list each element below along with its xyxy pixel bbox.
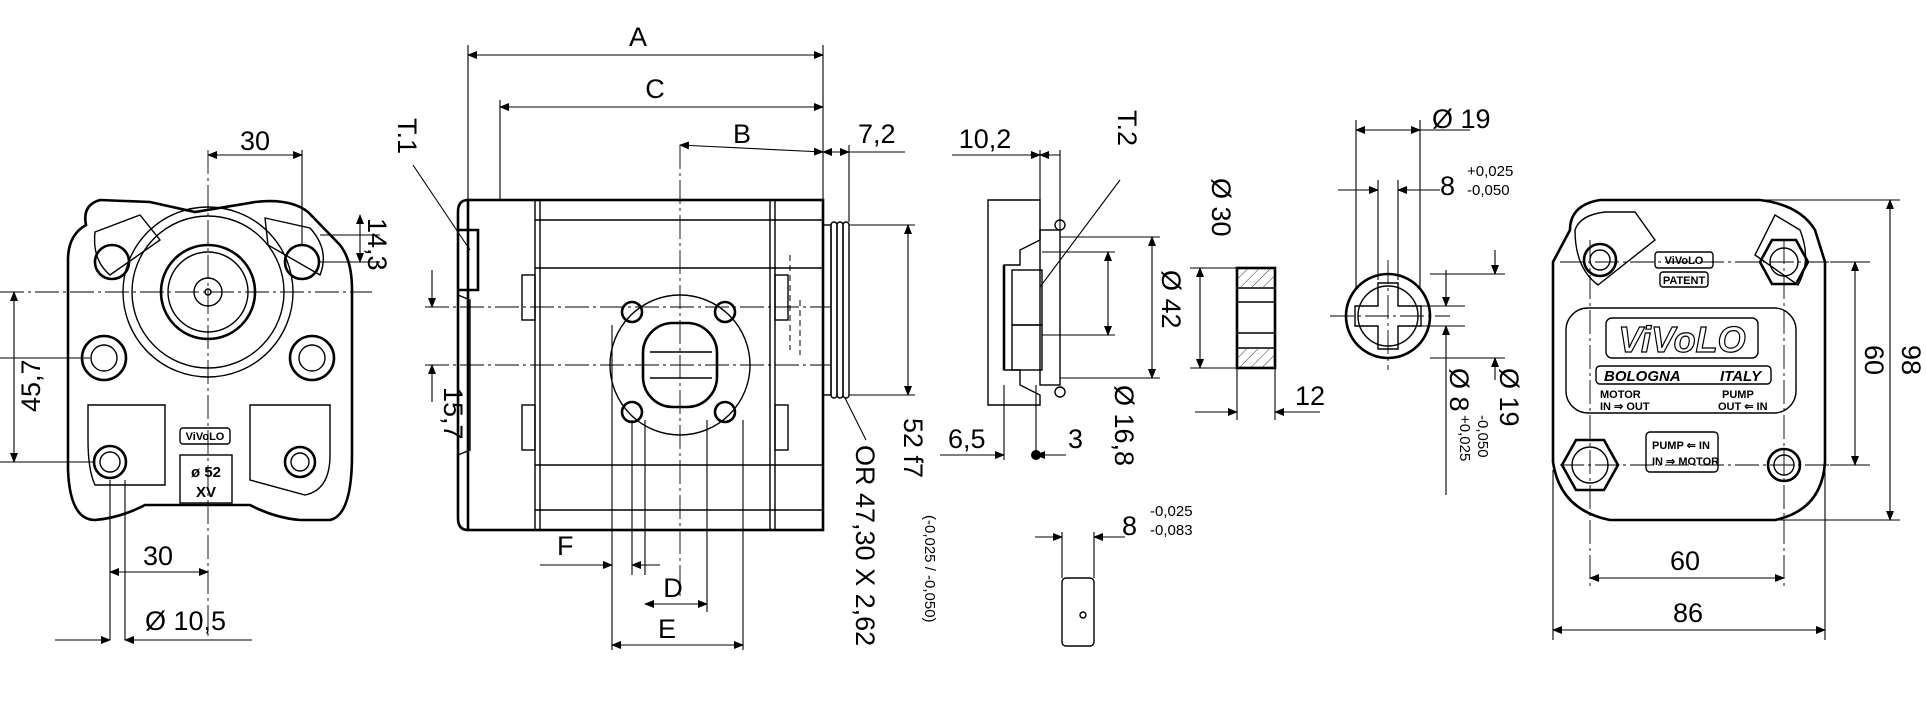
- rear-brand-small: ViVoLO: [1665, 255, 1704, 267]
- shaft-port-T2: T.2: [1112, 110, 1142, 146]
- hub-dim-8-vert-tol-lower: -0,050: [1474, 415, 1491, 458]
- front-badge-code: XV: [196, 484, 216, 501]
- rear-pump: PUMP: [1722, 389, 1754, 401]
- side-port-T1: T.1: [392, 118, 422, 154]
- front-badge-dia: ø 52: [191, 464, 221, 481]
- side-oring: OR 47,30 X 2,62: [850, 445, 880, 646]
- rear-dim-98: 98: [1896, 345, 1926, 375]
- hub-dim-19-top: Ø 19: [1432, 104, 1491, 134]
- rear-motor: MOTOR: [1600, 389, 1641, 401]
- side-dim-52f7: 52 f7: [898, 418, 928, 478]
- shaft-key-tol-upper: -0,025: [1150, 503, 1193, 520]
- hub-dim-19-vert: Ø 19: [1494, 368, 1524, 427]
- front-view: ViVoLO ø 52 XV 30 14,3 45,7 30 Ø 10,5: [0, 126, 392, 644]
- hub-dim-8: 8: [1440, 171, 1455, 201]
- front-dim-top-30: 30: [240, 126, 270, 156]
- shaft-section: 10,2 T.2 Ø 42 Ø 16,8 6,5 3 8 -0,025 -0,0…: [940, 110, 1193, 647]
- side-dim-D: D: [663, 573, 683, 603]
- rear-dim-86: 86: [1673, 598, 1703, 628]
- shaft-dim-10-2: 10,2: [959, 124, 1012, 154]
- coupling-dim-30: Ø 30: [1206, 178, 1236, 237]
- rear-patent: PATENT: [1663, 275, 1706, 287]
- rear-dim-60-right: 60: [1859, 345, 1889, 375]
- shaft-dim-42: Ø 42: [1156, 270, 1186, 329]
- side-dim-A: A: [629, 22, 647, 52]
- side-dim-15-7: 15,7: [438, 387, 468, 440]
- rear-motor-io: IN ⇒ OUT: [1600, 401, 1650, 413]
- shaft-key-tol-lower: -0,083: [1150, 522, 1193, 539]
- front-badge-brand: ViVoLO: [186, 431, 225, 443]
- front-dim-hole: Ø 10,5: [145, 606, 226, 636]
- shaft-dim-6-5: 6,5: [948, 424, 986, 454]
- side-dim-52f7-tol: (-0,025 / -0,050): [921, 515, 938, 623]
- shaft-dim-16-8: Ø 16,8: [1109, 385, 1139, 466]
- rear-view: ViVoLO PATENT ViVoLO BOLOGNA ITALY MOTOR…: [1551, 198, 1926, 640]
- rear-bologna: BOLOGNA: [1604, 368, 1681, 385]
- side-dim-E: E: [658, 614, 676, 644]
- rear-body-outline: [1551, 198, 1827, 522]
- side-dim-7-2: 7,2: [858, 119, 896, 149]
- coupling-view: Ø 30 12: [1190, 178, 1325, 420]
- rear-pump-io: OUT ⇐ IN: [1718, 401, 1768, 413]
- hub-view: Ø 19 8 +0,025 -0,050 Ø 8 +0,025 -0,050 Ø…: [1330, 104, 1524, 495]
- side-view: A C B 7,2 T.1 15,7 F D E 52 f7 (-0,025 /…: [392, 22, 938, 650]
- front-body-outline: [66, 198, 354, 522]
- rear-italy: ITALY: [1720, 368, 1763, 385]
- hub-tol-upper: +0,025: [1467, 163, 1513, 180]
- front-dim-14-3: 14,3: [362, 218, 392, 271]
- rear-plate-pump: PUMP ⇐ IN: [1652, 440, 1710, 452]
- hub-dim-8-vert: Ø 8: [1444, 368, 1474, 412]
- shaft-dim-3: 3: [1068, 424, 1083, 454]
- front-dim-bottom-30: 30: [143, 541, 173, 571]
- side-dim-F: F: [557, 531, 574, 561]
- rear-plate-motor: IN ⇒ MOTOR: [1652, 456, 1719, 468]
- rear-dim-60-bottom: 60: [1670, 546, 1700, 576]
- hub-tol-lower: -0,050: [1467, 182, 1510, 199]
- hub-dim-8-vert-tol-upper: +0,025: [1456, 415, 1473, 461]
- side-dim-B: B: [733, 119, 751, 149]
- front-dim-45-7: 45,7: [16, 359, 46, 412]
- side-dim-C: C: [645, 74, 665, 104]
- rear-brand-large: ViVoLO: [1618, 319, 1745, 360]
- shaft-key-dim: 8: [1122, 511, 1137, 541]
- coupling-dim-12: 12: [1295, 381, 1325, 411]
- front-badge: [179, 454, 233, 504]
